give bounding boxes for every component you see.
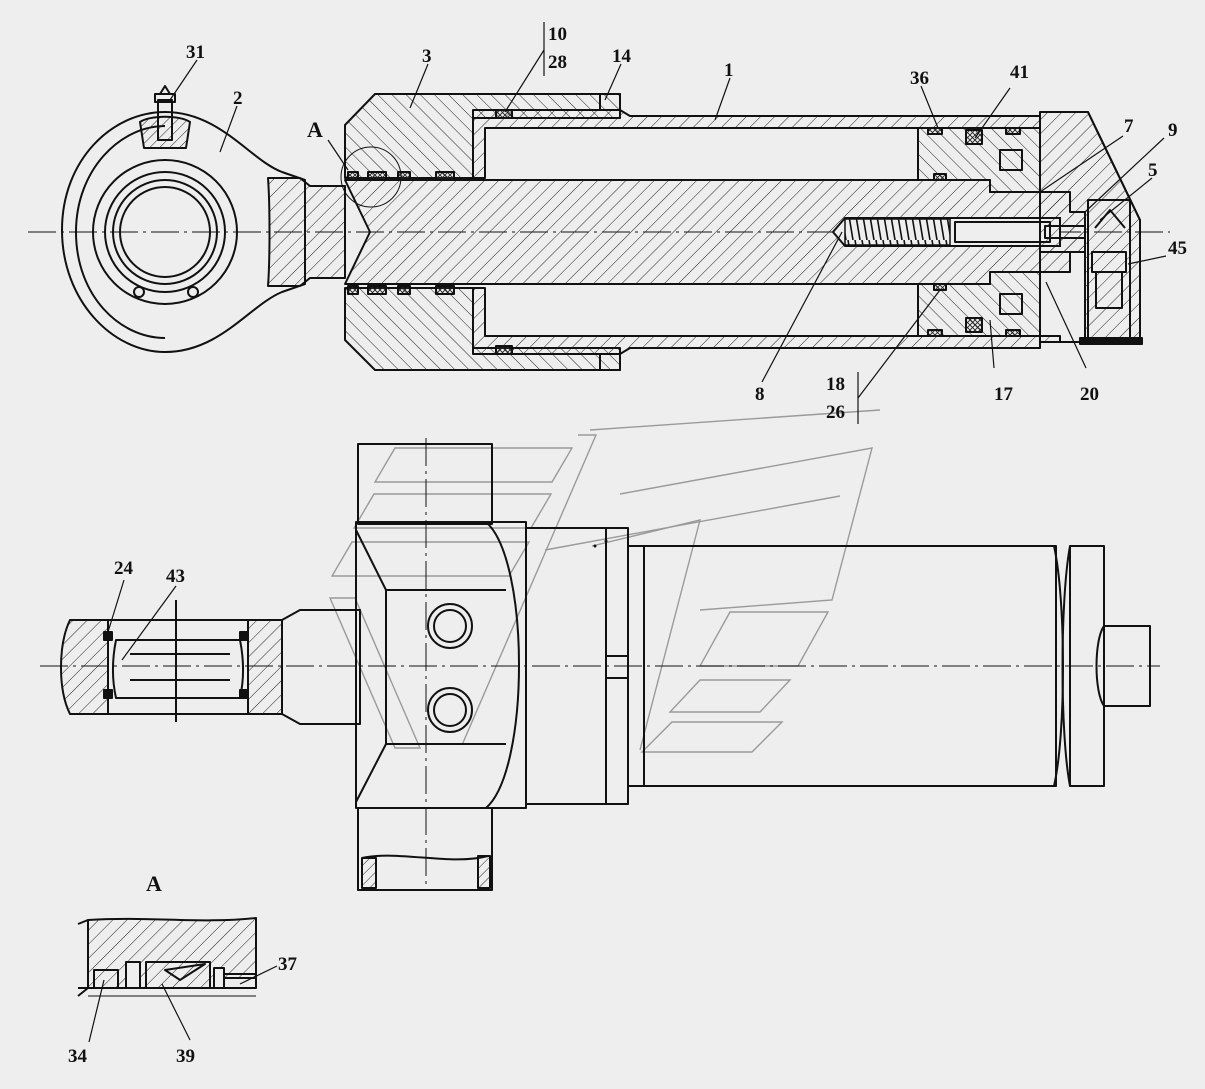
callout-45: 45 — [1168, 238, 1187, 259]
callout-18: 18 — [826, 374, 845, 395]
callout-1: 1 — [724, 60, 734, 81]
cylinder-body — [643, 545, 1151, 787]
callout-28: 28 — [548, 52, 567, 73]
lower-rod-eye — [60, 600, 361, 725]
callout-5: 5 — [1148, 160, 1158, 181]
callout-3: 3 — [422, 46, 432, 67]
callout-14: 14 — [612, 46, 632, 67]
external-view — [40, 438, 1160, 891]
callout-26: 26 — [826, 402, 845, 423]
callout-34: 34 — [68, 1046, 88, 1067]
callout-7: 7 — [1124, 116, 1134, 137]
callout-31: 31 — [186, 42, 205, 63]
trunnion-block — [355, 443, 527, 891]
callout-37: 37 — [278, 954, 298, 975]
callout-43: 43 — [166, 566, 185, 587]
view-a-label: A — [307, 117, 323, 142]
callout-36: 36 — [910, 68, 929, 89]
collar — [525, 527, 645, 805]
end-cap — [1039, 111, 1143, 345]
grease-fitting — [139, 85, 191, 149]
callout-9: 9 — [1168, 120, 1178, 141]
detail-a — [77, 917, 257, 997]
detail-a-title: A — [146, 871, 162, 896]
leader-lines — [88, 22, 1167, 1043]
sectional-view — [28, 85, 1170, 371]
rod-eye — [61, 85, 346, 353]
callout-17: 17 — [994, 384, 1014, 405]
callout-labels: A A 31 2 3 10 28 14 1 36 41 7 9 5 45 8 1… — [68, 24, 1187, 1067]
callout-8: 8 — [755, 384, 765, 405]
callout-2: 2 — [233, 88, 243, 109]
callout-10: 10 — [548, 24, 567, 45]
callout-24: 24 — [114, 558, 134, 579]
callout-39: 39 — [176, 1046, 195, 1067]
piston-rod — [344, 179, 1086, 285]
callout-41: 41 — [1010, 62, 1029, 83]
callout-20: 20 — [1080, 384, 1099, 405]
